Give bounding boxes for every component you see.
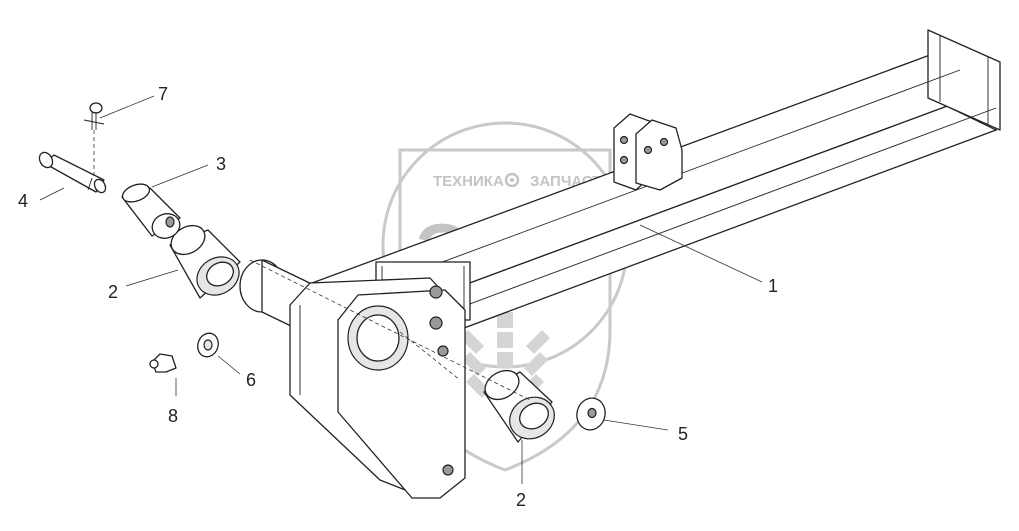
watermark-text-left: ТЕХНИКА <box>433 173 504 190</box>
mounting-plate-front <box>337 285 466 499</box>
callout-2-upper: 2 <box>108 282 118 302</box>
grease-fitting <box>149 353 177 373</box>
washer-large <box>576 397 606 431</box>
spacer-sleeve <box>121 183 181 239</box>
callout-6: 6 <box>246 370 256 390</box>
callout-5: 5 <box>678 424 688 444</box>
lifting-lugs <box>613 113 683 191</box>
callout-8: 8 <box>168 406 178 426</box>
pin <box>38 151 107 194</box>
washer-small <box>197 332 219 358</box>
callout-1: 1 <box>768 276 778 296</box>
callout-3: 3 <box>216 154 226 174</box>
cotter-pin <box>83 102 105 176</box>
bushing-lower <box>483 369 555 443</box>
callout-7: 7 <box>158 84 168 104</box>
callout-4: 4 <box>18 191 28 211</box>
callout-2-lower: 2 <box>516 490 526 510</box>
leader-lines <box>39 95 763 484</box>
gear-icon <box>504 172 520 188</box>
bushing-upper <box>169 224 241 299</box>
